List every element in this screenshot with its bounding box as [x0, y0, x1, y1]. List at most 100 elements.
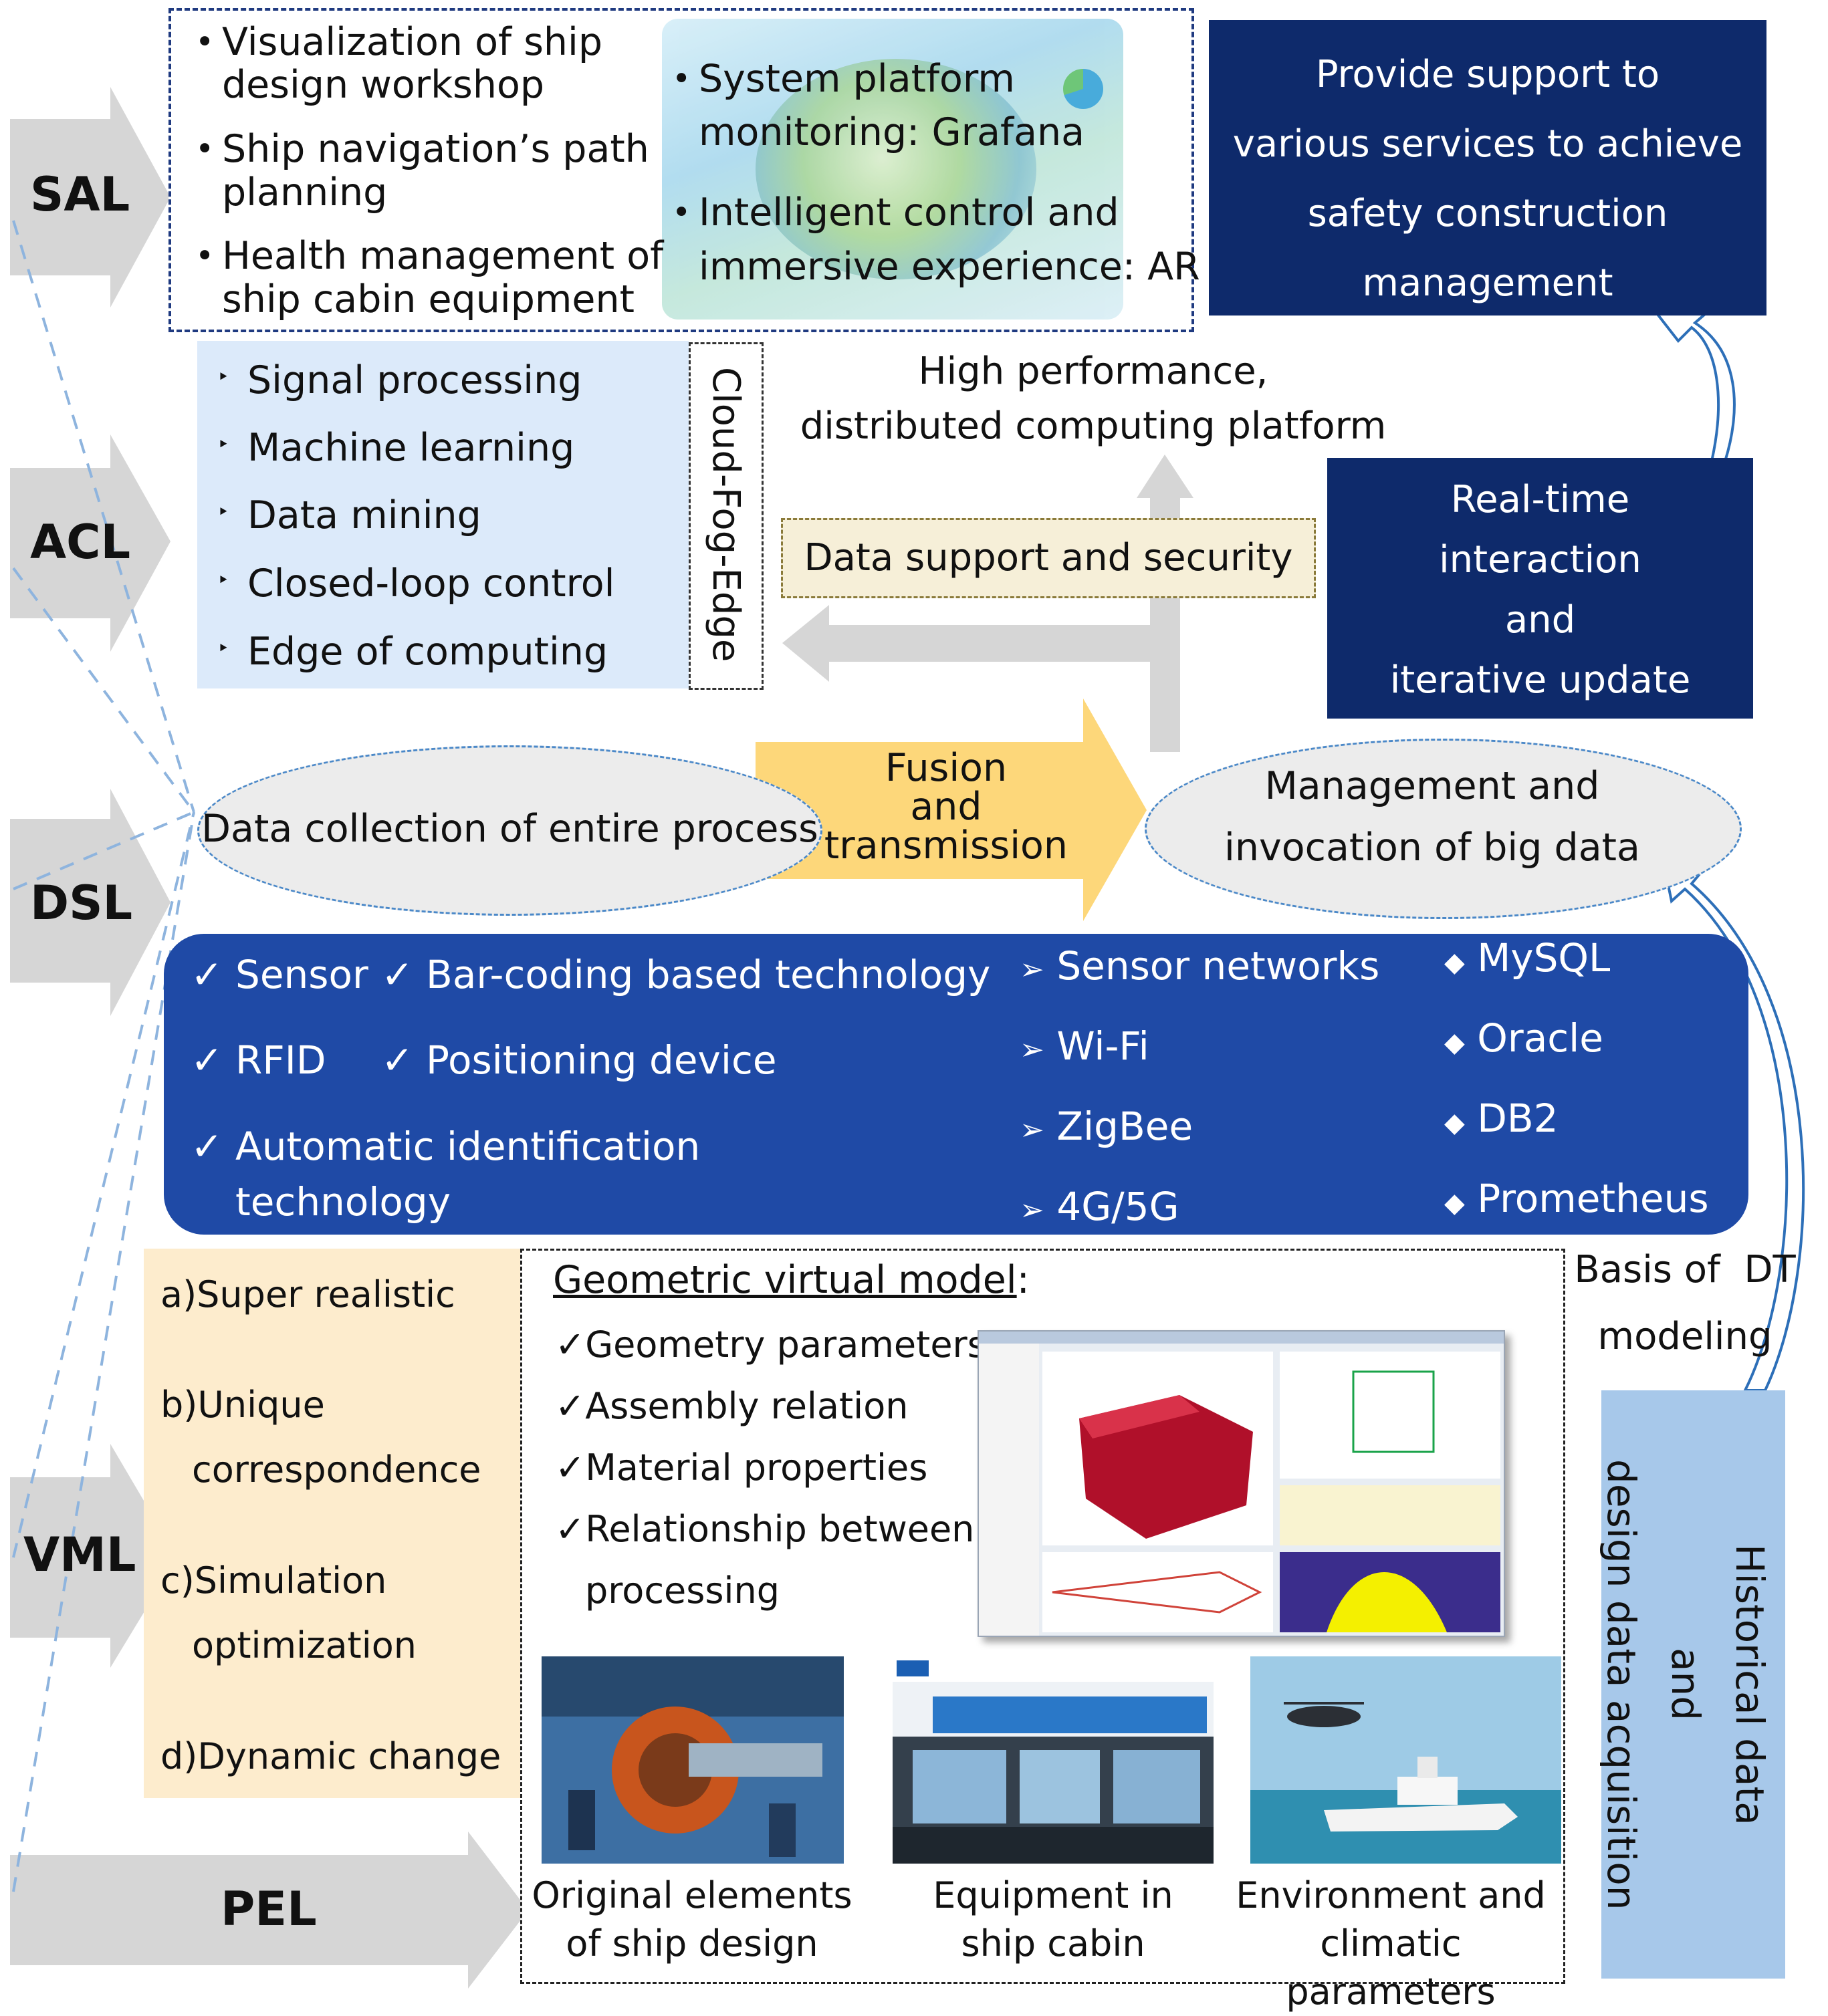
fusion-line-1: Fusion	[885, 746, 1008, 790]
big-data-line-1: Management and	[1264, 764, 1600, 808]
realtime-line-4: iterative update	[1389, 658, 1691, 702]
sal-item-grafana: •System platform	[672, 57, 1015, 101]
acl-layer-arrow	[10, 434, 170, 652]
data-collection-label: Data collection of entire process	[201, 807, 818, 851]
check-auto-id: ✓ Automatic identification	[191, 1124, 701, 1169]
historical-line-2: and	[1663, 1648, 1708, 1721]
sal-item-health: •Health management of	[195, 234, 664, 278]
vml-layer-arrow	[10, 1444, 177, 1668]
historical-line-1: Historical data	[1727, 1543, 1773, 1825]
cloud-fog-edge-box	[689, 342, 764, 690]
cad-model-drawing	[979, 1332, 1504, 1636]
db-mysql: ◆ MySQL	[1444, 935, 1611, 981]
caption-equipment-line-1: Equipment in	[933, 1874, 1173, 1916]
caption-original-line-2: of ship design	[566, 1922, 818, 1965]
geometric-title: Geometric virtual model:	[553, 1258, 1030, 1302]
caption-equipment: Equipment in ship cabin	[893, 1872, 1214, 1968]
geo-item-assembly: ✓Assembly relation	[555, 1385, 909, 1427]
services-line-3: safety construction	[1307, 192, 1668, 235]
acl-left-arrow	[782, 605, 1180, 682]
services-line-4: management	[1362, 261, 1613, 305]
cloud-fog-edge-label: Cloud-Fog-Edge	[704, 367, 748, 662]
vml-features-box	[144, 1249, 522, 1798]
caption-original-line-1: Original elements	[532, 1874, 852, 1916]
big-data-ellipse	[1145, 739, 1742, 919]
layer-label-dsl: DSL	[30, 876, 133, 930]
fusion-arrow	[756, 699, 1147, 921]
ship-cabin-photo	[893, 1656, 1214, 1864]
sal-item-visualization-cont: design workshop	[222, 63, 545, 107]
fusion-line-2: and	[910, 785, 982, 829]
fusion-line-3: transmission	[824, 824, 1068, 868]
data-support-label: Data support and security	[804, 536, 1293, 580]
vml-item-c: c)Simulation	[160, 1559, 387, 1602]
network-wifi: ➢ Wi-Fi	[1020, 1023, 1149, 1069]
ship-cabin-drawing	[893, 1656, 1214, 1864]
geo-item-material: ✓Material properties	[555, 1446, 928, 1489]
environment-photo	[1250, 1656, 1561, 1864]
sal-layer-arrow	[10, 87, 170, 307]
sal-item-navigation: •Ship navigation’s path	[195, 127, 649, 171]
db-prometheus: ◆ Prometheus	[1444, 1176, 1709, 1221]
basis-line-2: modeling	[1597, 1315, 1773, 1358]
data-support-box	[781, 518, 1316, 598]
check-auto-id-cont: technology	[235, 1179, 451, 1225]
services-support-box: Provide support to various services to a…	[1209, 20, 1766, 316]
acl-item-edge: ‣Edge of computing	[217, 630, 608, 674]
db-db2: ◆ DB2	[1444, 1096, 1559, 1141]
fusion-label: Fusion and transmission	[822, 749, 1070, 865]
acl-item-ml: ‣Machine learning	[217, 426, 575, 470]
layer-label-acl: ACL	[30, 515, 131, 570]
sal-item-health-cont: ship cabin equipment	[222, 277, 635, 322]
check-positioning: ✓ Positioning device	[381, 1037, 777, 1083]
geo-item-relationship: ✓Relationship between	[555, 1508, 975, 1550]
basis-dt-label: Basis of DT modeling	[1571, 1237, 1799, 1370]
acl-item-signal: ‣Signal processing	[217, 358, 582, 402]
geo-item-geometry: ✓Geometry parameters	[555, 1324, 986, 1366]
geo-item-relationship-cont: processing	[585, 1569, 780, 1612]
vml-item-b: b)Unique	[160, 1384, 325, 1426]
curve-arrow-to-services	[1651, 309, 1736, 463]
dashboard-background-image	[662, 19, 1123, 320]
convergence-lines	[12, 220, 195, 1892]
platform-label-line-1: High performance,	[918, 350, 1268, 393]
realtime-line-2: interaction	[1439, 538, 1641, 582]
caption-equipment-line-2: ship cabin	[961, 1922, 1145, 1965]
environment-drawing	[1250, 1656, 1561, 1864]
big-data-line-2: invocation of big data	[1224, 826, 1640, 870]
platform-label: High performance, distributed computing …	[789, 344, 1397, 454]
basis-line-1: Basis of DT	[1574, 1248, 1796, 1291]
historical-line-3: design data acquisition	[1599, 1459, 1644, 1910]
sal-item-navigation-cont: planning	[222, 170, 388, 215]
acl-analysis-box	[197, 341, 689, 688]
acl-item-mining: ‣Data mining	[217, 493, 481, 537]
historical-data-label: Historical data and design data acquisit…	[1599, 1404, 1782, 1965]
ship-design-drawing	[542, 1656, 844, 1864]
services-line-2: various services to achieve	[1232, 122, 1743, 166]
big-data-label: Management and invocation of big data	[1145, 755, 1720, 878]
layer-label-pel: PEL	[221, 1882, 317, 1936]
services-line-1: Provide support to	[1315, 53, 1660, 96]
dsl-layer-arrow	[10, 789, 170, 1016]
sal-item-visualization: •Visualization of ship	[195, 20, 603, 64]
vml-item-c-cont: optimization	[192, 1624, 417, 1666]
realtime-update-box: Real-time interaction and iterative upda…	[1327, 458, 1753, 719]
network-zigbee: ➢ ZigBee	[1020, 1104, 1193, 1149]
vml-item-a: a)Super realistic	[160, 1273, 455, 1315]
cad-model-screenshot	[978, 1330, 1505, 1637]
network-4g5g: ➢ 4G/5G	[1020, 1184, 1179, 1229]
layer-label-sal: SAL	[30, 167, 130, 222]
platform-up-arrow	[1137, 455, 1193, 752]
check-sensor: ✓ Sensor	[191, 952, 368, 997]
check-barcoding: ✓ Bar-coding based technology	[381, 952, 991, 997]
vml-item-d: d)Dynamic change	[160, 1735, 501, 1777]
db-oracle: ◆ Oracle	[1444, 1015, 1603, 1061]
check-rfid: ✓ RFID	[191, 1037, 326, 1083]
realtime-line-3: and	[1504, 598, 1576, 642]
acl-item-closed-loop: ‣Closed-loop control	[217, 561, 615, 606]
pel-layer-arrow	[10, 1832, 528, 1989]
realtime-line-1: Real-time	[1450, 478, 1630, 521]
dsl-technology-band	[164, 934, 1748, 1235]
vml-item-b-cont: correspondence	[192, 1448, 481, 1491]
historical-data-box	[1601, 1390, 1785, 1979]
